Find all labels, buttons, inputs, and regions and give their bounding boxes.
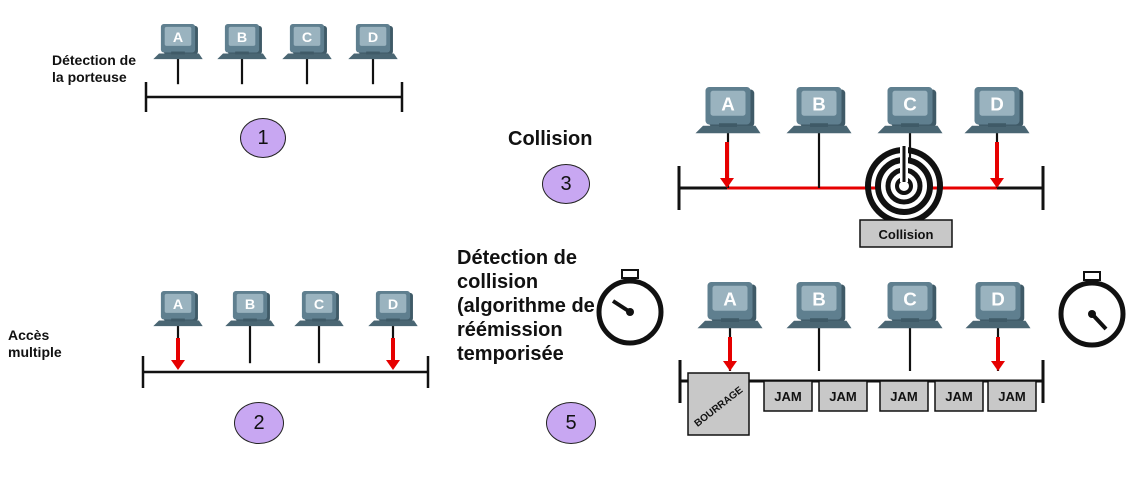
jam-signal-label: JAM — [998, 389, 1025, 404]
station-label: B — [812, 94, 826, 115]
computer-icon: C — [877, 282, 943, 371]
collision-box — [859, 219, 953, 248]
jam-signal-box: JAM — [879, 380, 929, 412]
down-arrow-head — [171, 360, 185, 370]
down-arrow-head — [991, 361, 1005, 371]
jam-signal-box: JAM — [818, 380, 868, 412]
stopwatch-icon — [596, 269, 664, 346]
jam-signal-label: JAM — [829, 389, 856, 404]
station-label: D — [990, 94, 1004, 115]
computer-icon: A — [153, 291, 203, 364]
panel-collision: A B C D Collision — [677, 87, 1045, 248]
computer-icon: C — [294, 291, 344, 364]
station-label: D — [388, 297, 398, 313]
label-carrier-sense: Détection de la porteuse — [52, 52, 137, 85]
jam-signal-box: JAM — [763, 380, 813, 412]
station-label: A — [723, 289, 737, 310]
computer-icon: B — [217, 24, 267, 85]
down-arrow-head — [720, 178, 734, 188]
panel-carrier-sense: A B C D — [144, 24, 404, 112]
collision-wave-icon — [865, 144, 943, 225]
computer-icon: A — [697, 282, 763, 371]
station-label: B — [245, 297, 255, 313]
station-label: C — [903, 289, 917, 310]
computer-icon: A — [153, 24, 203, 85]
station-label: D — [368, 30, 378, 46]
station-label: C — [903, 94, 917, 115]
down-arrow-head — [990, 178, 1004, 188]
station-label: C — [302, 30, 312, 46]
down-arrow-head — [723, 361, 737, 371]
step-badge-1: 1 — [240, 118, 286, 158]
computer-icon: B — [786, 87, 852, 188]
panel-multiple-access: A B C D — [141, 291, 430, 388]
station-label: B — [812, 289, 826, 310]
computer-icon: D — [965, 282, 1031, 371]
jam-signal-label: JAM — [774, 389, 801, 404]
computer-icon: B — [225, 291, 275, 364]
computer-icon: B — [786, 282, 852, 371]
station-label: D — [991, 289, 1005, 310]
computer-icon: C — [877, 87, 943, 188]
step-badge-3: 3 — [542, 164, 590, 204]
computer-icon: D — [368, 291, 418, 364]
label-collision: Collision — [508, 128, 593, 150]
stopwatch-icon — [1058, 271, 1126, 348]
step-badge-5: 5 — [546, 402, 596, 444]
jam-signal-box: JAM — [987, 380, 1037, 412]
down-arrow-head — [386, 360, 400, 370]
station-label: B — [237, 30, 247, 46]
computer-icon: D — [348, 24, 398, 85]
computer-icon: A — [695, 87, 761, 188]
station-label: A — [173, 297, 183, 313]
collision-box-label: Collision — [879, 227, 934, 242]
station-label: A — [721, 94, 735, 115]
step-badge-2: 2 — [234, 402, 284, 444]
jam-signal-box: JAM — [934, 380, 984, 412]
label-collision-detection: Détection de collision (algorithme de ré… — [457, 247, 595, 365]
jam-signal-label: JAM — [945, 389, 972, 404]
jam-box — [687, 372, 750, 436]
label-multiple-access: Accès multiple — [8, 327, 62, 360]
computer-icon: C — [282, 24, 332, 85]
station-label: C — [314, 297, 324, 313]
station-label: A — [173, 30, 183, 46]
jam-signal-label: JAM — [890, 389, 917, 404]
